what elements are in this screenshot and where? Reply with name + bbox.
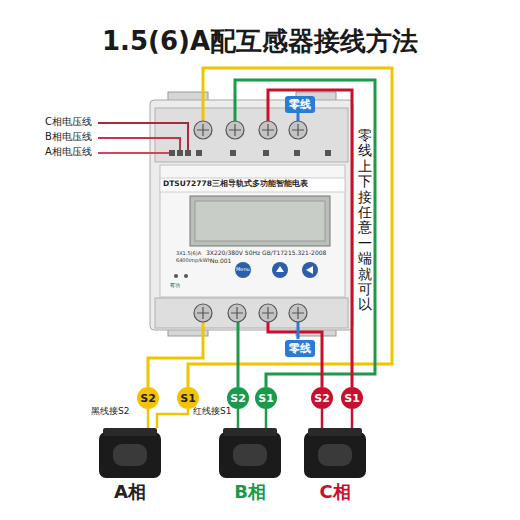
ct-clamp [223, 428, 277, 436]
ct-clamp [95, 428, 165, 480]
ct-clamp [113, 444, 147, 466]
meter-body [302, 262, 318, 278]
meter-body [306, 266, 313, 274]
label-text: No.001 [210, 258, 231, 265]
node-text: 零线 [289, 342, 311, 355]
meter-body [160, 165, 345, 297]
terminal-badge: S2 [311, 387, 333, 409]
node-text: 零线 [289, 98, 311, 111]
current-transformer: C相 [300, 428, 370, 508]
terminal-badge: S2 [227, 387, 249, 409]
terminal-badge: S1 [341, 387, 363, 409]
terminal-holes [177, 150, 183, 156]
label-text: GB/T17215.321-2008 [262, 250, 326, 257]
node-text: S1 [344, 392, 360, 405]
current-transformer: A相 [95, 428, 165, 508]
meter-body [190, 196, 330, 246]
terminal-holes [185, 150, 191, 156]
meter-body [272, 262, 288, 278]
ct-clamp [304, 432, 366, 478]
vertical-note: 零线上下接任意一端就可以 [358, 128, 372, 313]
label-text: A相电压线 [45, 146, 92, 158]
node-text: S1 [180, 392, 196, 405]
terminal-screws [197, 124, 304, 319]
meter-body [184, 274, 188, 278]
meter-body [174, 274, 178, 278]
terminal-badge: S1 [177, 387, 199, 409]
label-text: DTSU72778三相导轨式多功能智能电表 [163, 180, 308, 189]
terminal-holes [294, 150, 300, 156]
label-text: 6400imp/kWh [176, 258, 211, 264]
node-text: C相 [300, 428, 370, 504]
node-text: A相 [95, 428, 165, 504]
ct-clamp [300, 428, 370, 480]
wires [98, 152, 169, 154]
meter-body [155, 298, 348, 328]
terminal-holes [169, 150, 175, 156]
label-text: 黑线接S2 [91, 406, 129, 416]
meter-body [160, 178, 345, 192]
label-text: B相电压线 [45, 131, 92, 143]
terminal-badge: S1 [255, 387, 277, 409]
wires [98, 123, 188, 150]
meter-body [276, 266, 284, 272]
ct-lead [237, 409, 240, 428]
wires [237, 313, 240, 387]
terminal-holes [325, 150, 331, 156]
meter-body [150, 100, 353, 330]
meter-body [155, 108, 348, 162]
wires [98, 138, 180, 150]
current-transformer: B相 [215, 428, 285, 508]
terminal-holes [196, 150, 202, 156]
wires [235, 80, 375, 387]
ct-lead [157, 409, 188, 428]
label-text: Menu [236, 267, 250, 273]
wires [268, 313, 322, 387]
neutral-tag: 零线 [285, 96, 315, 113]
ct-lead [321, 409, 324, 428]
diagram-title: 1.5(6)A配互感器接线方法 [0, 24, 520, 59]
ct-clamp [215, 428, 285, 480]
ct-lead [351, 409, 354, 428]
label-text: C相电压线 [45, 116, 92, 128]
ct-lead [147, 409, 150, 428]
terminal-holes [169, 150, 331, 156]
wires [268, 90, 352, 387]
terminal-screws [194, 121, 307, 322]
node-text: S1 [258, 392, 274, 405]
label-text: 3X220/380V 50Hz [206, 250, 260, 257]
ct-clamp [318, 444, 352, 466]
label-text: 红线接S1 [193, 406, 231, 416]
terminal-holes [263, 150, 269, 156]
ct-clamp [233, 444, 267, 466]
node-text: B相 [215, 428, 285, 504]
meter-body [195, 201, 325, 241]
node-text: S2 [140, 392, 156, 405]
meter-body [235, 262, 251, 278]
terminal-holes [230, 150, 236, 156]
wires [148, 313, 203, 387]
ct-lead [265, 409, 268, 428]
terminal-badge: S2 [137, 387, 159, 409]
wires [98, 68, 392, 387]
wires [188, 68, 392, 387]
ct-clamp [99, 432, 161, 478]
label-text: 有功 [170, 283, 180, 289]
ct-clamp [103, 428, 157, 436]
neutral-tag: 零线 [285, 340, 315, 357]
meter-body [150, 92, 353, 336]
ct-clamp [308, 428, 362, 436]
node-text: S2 [230, 392, 246, 405]
node-text: S2 [314, 392, 330, 405]
ct-clamp [219, 432, 281, 478]
label-text: 3X1.5(6)A [176, 251, 201, 257]
